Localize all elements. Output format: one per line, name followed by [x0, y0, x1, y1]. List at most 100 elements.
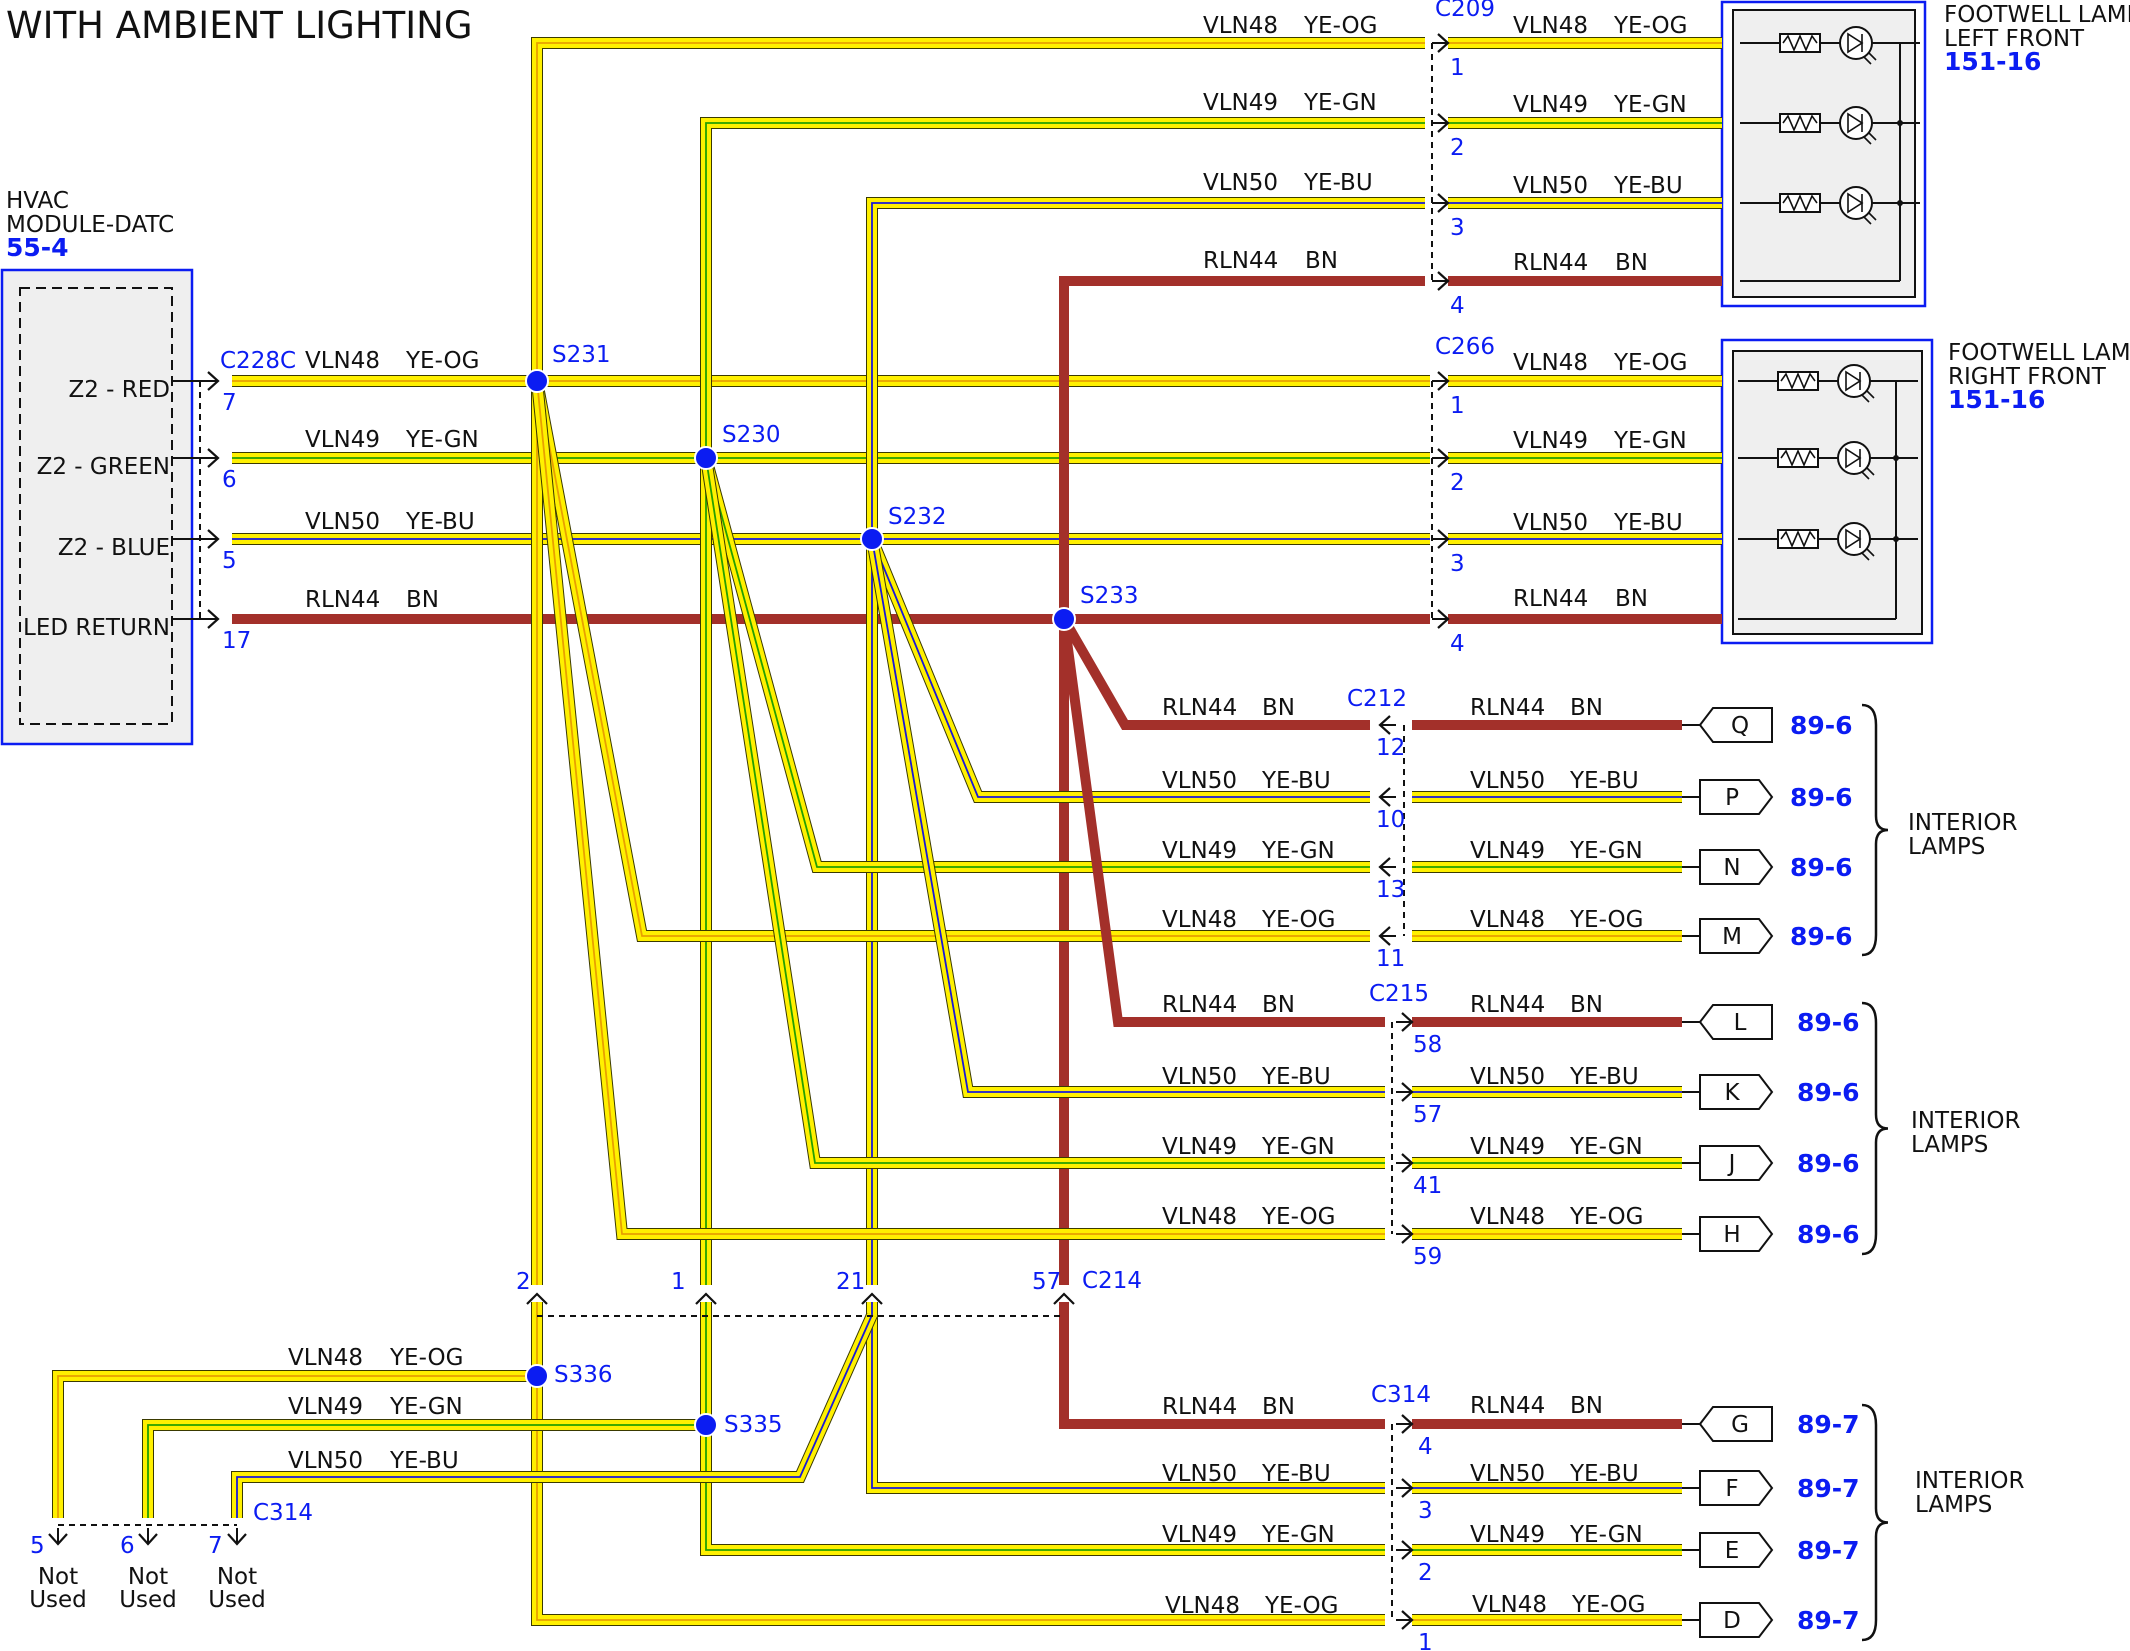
- wire-circuit-label: VLN50: [1470, 768, 1545, 794]
- c212-pin-icon: [1378, 787, 1391, 807]
- splice-point: [694, 1413, 718, 1437]
- c314-pin-icon: [1401, 1478, 1414, 1498]
- c214-label: C214: [1082, 1268, 1142, 1294]
- c209-pin-icon: [1437, 271, 1450, 291]
- c228c-pin-icon: [207, 371, 220, 391]
- terminal-ref: 89-7: [1797, 1606, 1860, 1635]
- wire-color-label: BN: [1305, 248, 1338, 274]
- wire-circuit-label: VLN49: [1162, 1522, 1237, 1548]
- wire-color-label: YE-BU: [389, 1448, 459, 1474]
- wire-color-label: YE-OG: [1613, 13, 1687, 39]
- hvac-ref: 55-4: [6, 233, 69, 262]
- c314-left-pin-number: 7: [208, 1533, 223, 1559]
- c266-label: C266: [1435, 334, 1495, 360]
- footwell-left-lamp-led-ray: [1863, 136, 1872, 145]
- footwell-right-lamp-led-ray: [1866, 548, 1875, 557]
- terminal-ref: 89-6: [1797, 1078, 1860, 1107]
- c266-pin-number: 3: [1450, 551, 1465, 577]
- footwell-right-node: [1893, 536, 1899, 542]
- wire-vln49-c212: [700, 456, 1370, 873]
- wire-circuit-label: VLN48: [1513, 13, 1588, 39]
- footwell-left-lamp-led-ray: [1868, 52, 1877, 61]
- terminal-ref: 89-6: [1797, 1149, 1860, 1178]
- wire-color-label: BN: [1570, 695, 1603, 721]
- c228c-label: C228C: [220, 348, 296, 374]
- wire-circuit-label: VLN48: [1162, 907, 1237, 933]
- wire-color-label: BN: [1615, 586, 1648, 612]
- wire-vln48-notused: [52, 1370, 537, 1518]
- footwell-right-lamp-led-ray: [1866, 390, 1875, 399]
- wire-color-label: YE-OG: [1264, 1593, 1338, 1619]
- wire-circuit-label: VLN48: [1472, 1592, 1547, 1618]
- c212-label: C212: [1347, 686, 1407, 712]
- footwell-left-lamp-led-ray: [1863, 56, 1872, 65]
- wire-circuit-label: RLN44: [1162, 1394, 1237, 1420]
- c214-pin-number: 1: [671, 1269, 686, 1295]
- c214-pin-icon: [695, 1292, 717, 1305]
- c209-pin-icon: [1437, 113, 1450, 133]
- terminal-tag: [1699, 1145, 1774, 1181]
- c266-pin-number: 1: [1450, 393, 1465, 419]
- c215-pin-number: 59: [1413, 1244, 1442, 1270]
- c314-left-pin-icon: [48, 1533, 68, 1546]
- c214-pin-icon: [861, 1292, 883, 1305]
- footwell-left-name: FOOTWELL LAMP,: [1944, 2, 2130, 28]
- splice-label: S336: [554, 1362, 613, 1388]
- hvac-pin-label: Z2 - RED: [68, 377, 170, 403]
- terminal-ref: 89-6: [1790, 922, 1853, 951]
- wire-circuit-label: VLN50: [1513, 510, 1588, 536]
- wire-circuit-label: VLN50: [288, 1448, 363, 1474]
- wire-circuit-label: RLN44: [305, 587, 380, 613]
- wire-color-label: BN: [1570, 992, 1603, 1018]
- c215-pin-number: 57: [1413, 1102, 1442, 1128]
- c214-pin-icon: [1053, 1292, 1075, 1305]
- wire-circuit-label: RLN44: [1162, 695, 1237, 721]
- wire-color-label: YE-BU: [1569, 1461, 1639, 1487]
- c215-pin-icon: [1401, 1082, 1414, 1102]
- wire-circuit-label: VLN49: [1162, 838, 1237, 864]
- c209-pin-number: 3: [1450, 215, 1465, 241]
- footwell-left-node: [1897, 200, 1903, 206]
- hvac-module-box: [0, 268, 194, 746]
- terminal-tag: [1699, 1602, 1774, 1638]
- wire-circuit-label: VLN48: [1203, 13, 1278, 39]
- c209-pin-number: 1: [1450, 55, 1465, 81]
- terminal-tag-letter: P: [1725, 785, 1739, 811]
- wire-circuit-label: RLN44: [1470, 1393, 1545, 1419]
- terminal-ref: 89-6: [1790, 853, 1853, 882]
- wire-circuit-label: VLN48: [288, 1345, 363, 1371]
- wire-color-label: YE-BU: [1569, 768, 1639, 794]
- footwell-right-lamp-led-ray: [1861, 471, 1870, 480]
- not-used-label: Used: [29, 1587, 87, 1613]
- c215-pin-number: 58: [1413, 1032, 1442, 1058]
- footwell-left-ref: 151-16: [1944, 47, 2041, 76]
- wire-circuit-label: VLN49: [1470, 1522, 1545, 1548]
- footwell-left-lamp-led-triangle: [1847, 32, 1864, 54]
- terminal-tag: [1699, 779, 1774, 815]
- c212-pin-number: 12: [1376, 735, 1405, 761]
- wire-circuit-label: VLN49: [1513, 428, 1588, 454]
- not-used-label: Not: [128, 1564, 168, 1590]
- wire-circuit-label: RLN44: [1513, 586, 1588, 612]
- footwell-right-lamp-resistor-zig: [1780, 529, 1816, 549]
- wire-rln44-c215: [1059, 618, 1385, 1027]
- c214-pin-number: 57: [1032, 1269, 1061, 1295]
- splice-point: [694, 446, 718, 470]
- wire-color-label: YE-OG: [1261, 907, 1335, 933]
- wire-color-label: YE-OG: [1261, 1204, 1335, 1230]
- wire-circuit-label: VLN48: [1470, 907, 1545, 933]
- interior-lamps-label: LAMPS: [1911, 1132, 1988, 1158]
- footwell-left-lamp-resistor-zig: [1782, 33, 1818, 53]
- wire-color-label: BN: [1262, 992, 1295, 1018]
- hvac-module-inner: [19, 287, 173, 725]
- wire-vln50-c215: [866, 537, 1385, 1098]
- c266-pin-number: 2: [1450, 470, 1465, 496]
- not-used-label: Used: [119, 1587, 177, 1613]
- c212-pin-number: 13: [1376, 877, 1405, 903]
- terminal-tag: [1699, 1532, 1774, 1568]
- splice-label: S335: [724, 1412, 783, 1438]
- interior-lamps-label: LAMPS: [1908, 834, 1985, 860]
- c314-pin-number: 3: [1418, 1498, 1433, 1524]
- splice-label: S231: [552, 342, 611, 368]
- wire-color-label: YE-OG: [1571, 1592, 1645, 1618]
